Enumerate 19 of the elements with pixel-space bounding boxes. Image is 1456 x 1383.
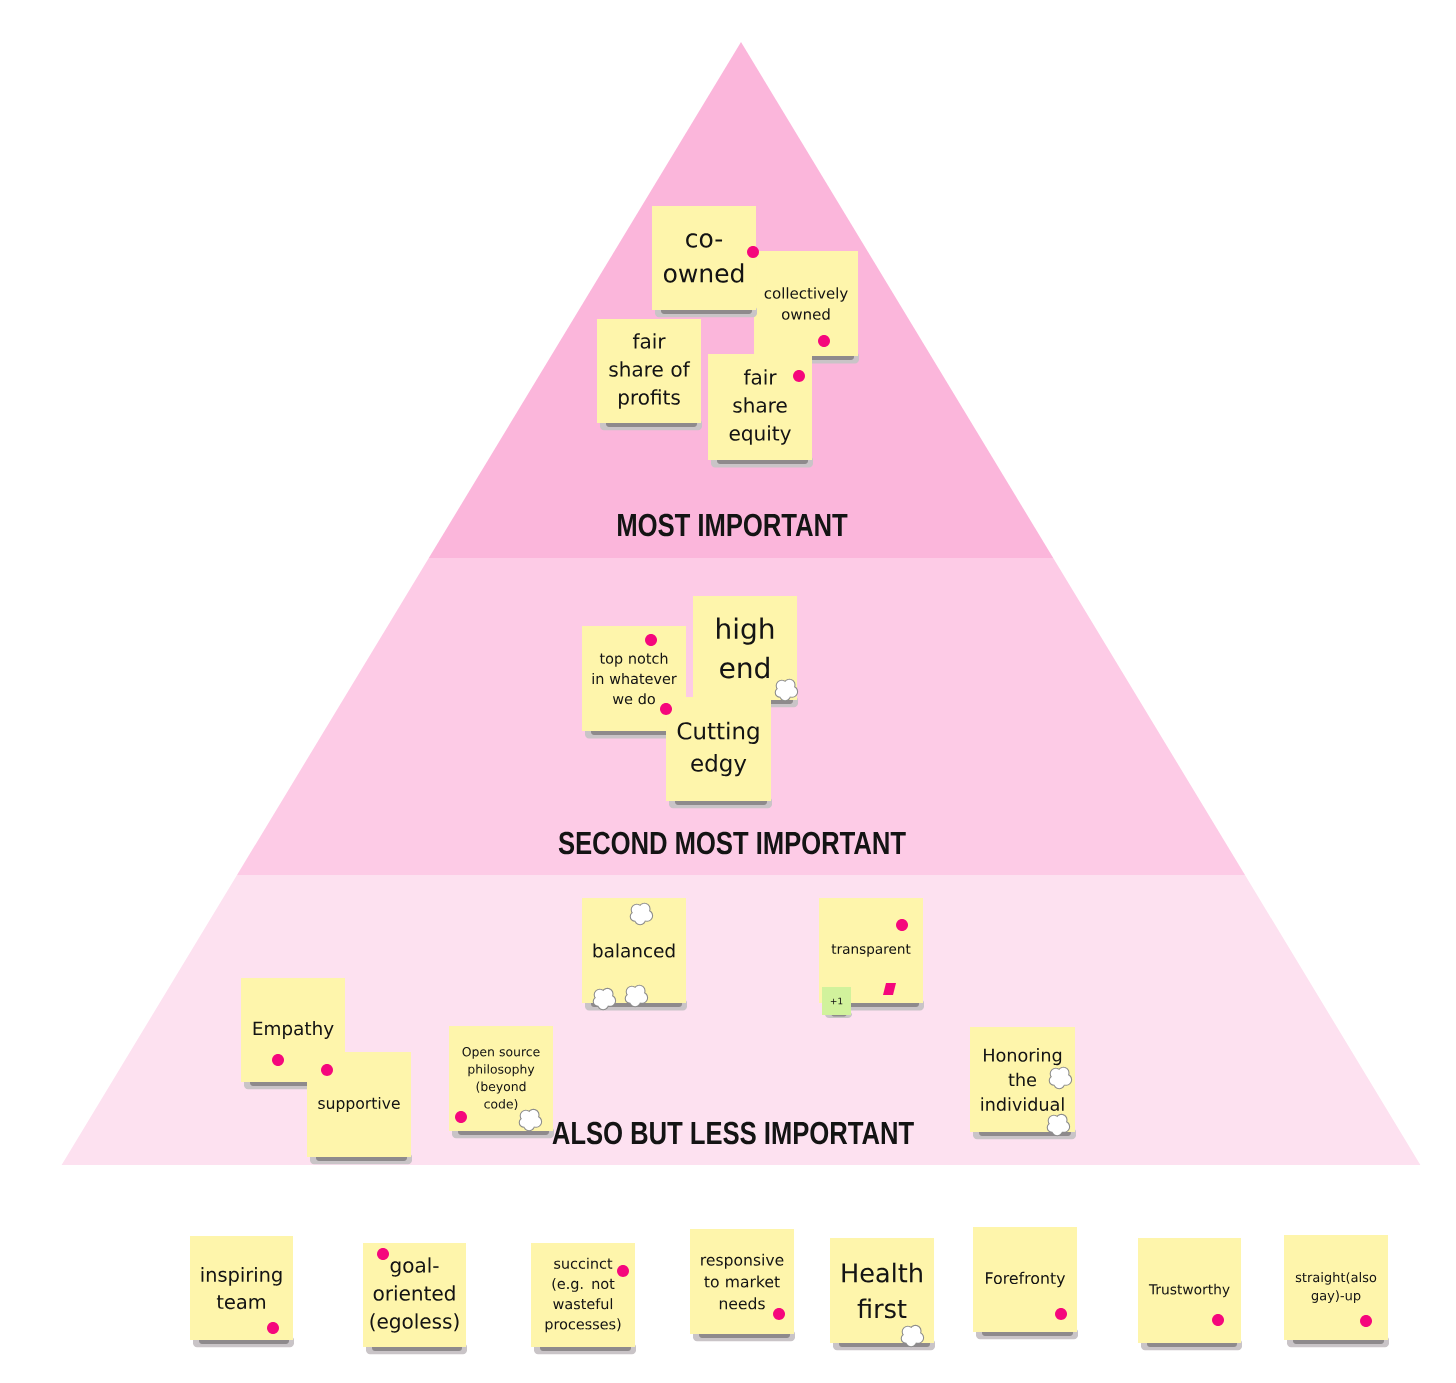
sticky-note: responsive to market needs bbox=[690, 1229, 795, 1342]
sticky-note: Cutting edgy bbox=[666, 697, 772, 809]
sticky-note: supportive bbox=[307, 1052, 412, 1165]
sticky-note: inspiring team bbox=[190, 1236, 294, 1348]
sticky-note: fair share equity bbox=[708, 354, 813, 468]
sticky-note: straight(also gay)-up bbox=[1284, 1235, 1389, 1348]
sticky-note: Health first bbox=[830, 1238, 935, 1351]
sticky-note: balanced bbox=[582, 898, 687, 1011]
sticky-note: co-owned bbox=[652, 206, 757, 318]
sticky-note: collectively owned bbox=[754, 251, 859, 364]
sticky-note: fair share of profits bbox=[597, 319, 702, 431]
sticky-note: Trustworthy bbox=[1138, 1238, 1242, 1351]
sticky-note: +1 bbox=[822, 987, 852, 1018]
sticky-note: Honoring the individual bbox=[970, 1027, 1076, 1140]
sticky-note: goal-oriented (egoless) bbox=[363, 1243, 467, 1355]
sticky-note: succinct (e.g. not wasteful processes) bbox=[531, 1243, 636, 1355]
sticky-note: Forefronty bbox=[973, 1227, 1078, 1340]
sticky-note: Open source philosophy (beyond code) bbox=[449, 1026, 554, 1139]
sticky-note: high end bbox=[693, 596, 798, 708]
